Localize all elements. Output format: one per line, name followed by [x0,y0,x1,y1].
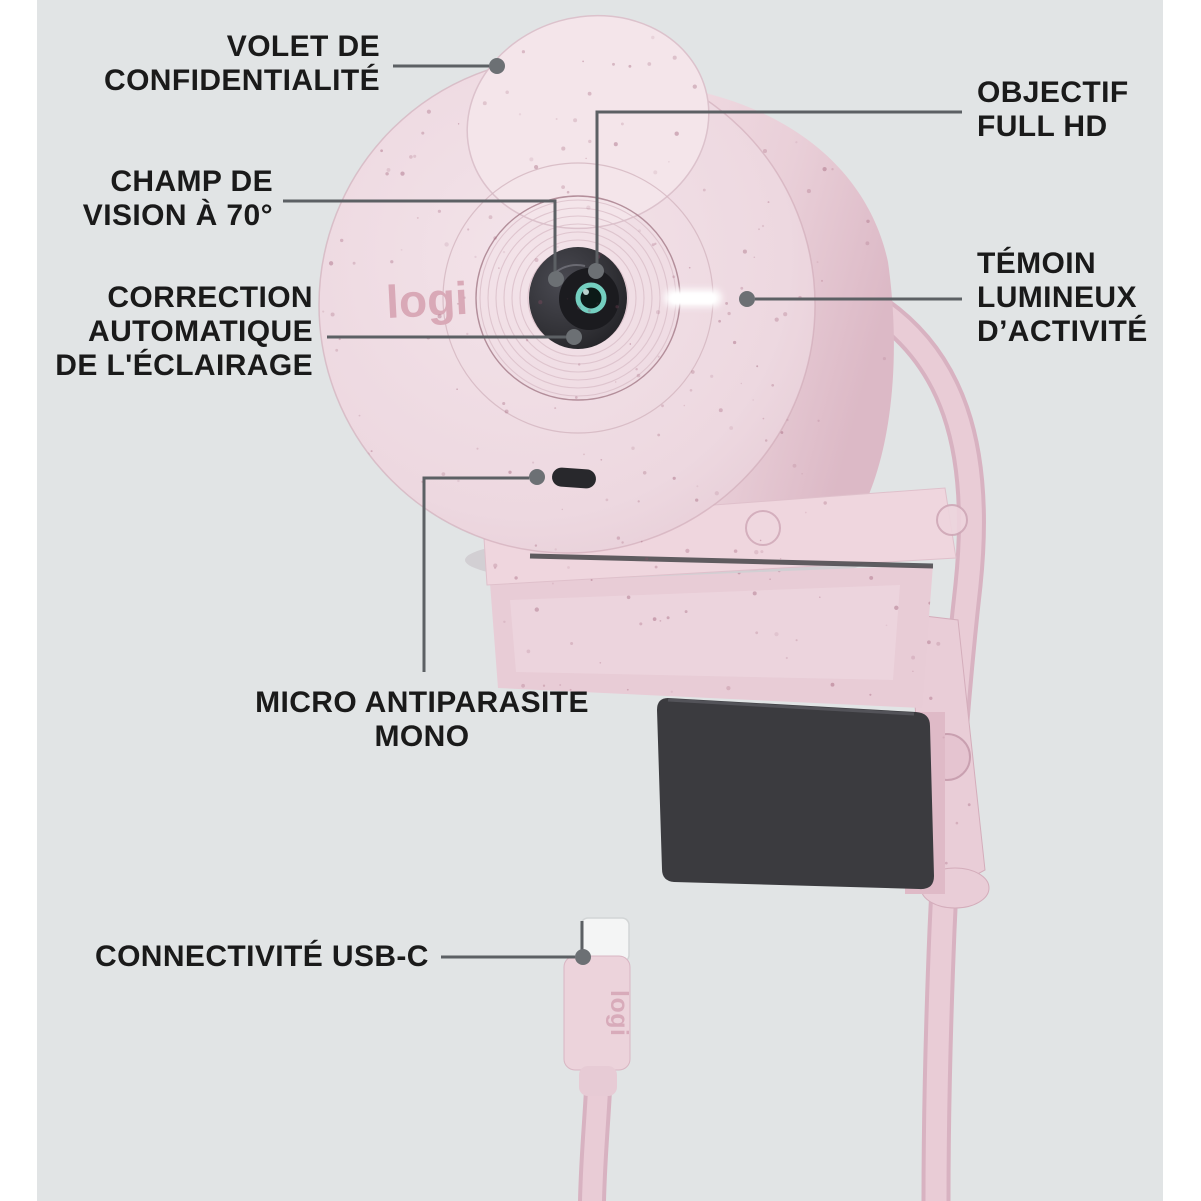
camera-logo: logi [385,272,469,328]
callout-dot-privacy-shutter [489,58,505,74]
callout-label-usb-c: CONNECTIVITÉ USB-C [95,940,429,973]
callout-line-full-hd-lens [595,110,962,263]
callout-dot-auto-light-correction [566,329,582,345]
mount-grip-pad [657,698,934,890]
callout-line-mono-mic [422,476,529,672]
privacy-shutter [466,14,710,230]
callout-label-field-of-view: CHAMP DE VISION À 70° [82,165,273,232]
callout-dots [489,58,755,965]
callout-dot-mono-mic [529,469,545,485]
callout-dot-usb-c [575,949,591,965]
shelf-hinge-pin [745,510,781,546]
monitor-mount [465,487,990,909]
callout-lines [283,64,962,959]
mount-slot [529,553,934,569]
callout-label-mono-mic: MICRO ANTIPARASITE MONO [255,686,589,753]
callout-label-auto-light-correction: CORRECTION AUTOMATIQUE DE L'ÉCLAIRAGE [55,281,313,382]
callout-line-field-of-view [283,199,557,271]
callout-line-usb-c [441,921,584,959]
shelf-end-hinge [936,504,968,536]
callout-dot-full-hd-lens [588,263,604,279]
callout-label-full-hd-lens: OBJECTIF FULL HD [977,76,1129,143]
mount-shelf [482,487,957,586]
callout-dot-activity-light [739,291,755,307]
speckle-texture [319,0,985,898]
activity-led [664,289,722,307]
callout-label-activity-light: TÉMOIN LUMINEUX D’ACTIVITÉ [977,247,1148,348]
lens-glass [575,282,607,314]
mic-slot [552,467,596,489]
usb-logo: logi [605,990,633,1036]
usb-c-plug: logi [563,917,633,1201]
camera-front: logi [318,14,816,554]
callout-dot-field-of-view [548,271,564,287]
callout-label-privacy-shutter: VOLET DE CONFIDENTIALITÉ [104,30,380,97]
usb-strain-relief [579,1066,617,1096]
